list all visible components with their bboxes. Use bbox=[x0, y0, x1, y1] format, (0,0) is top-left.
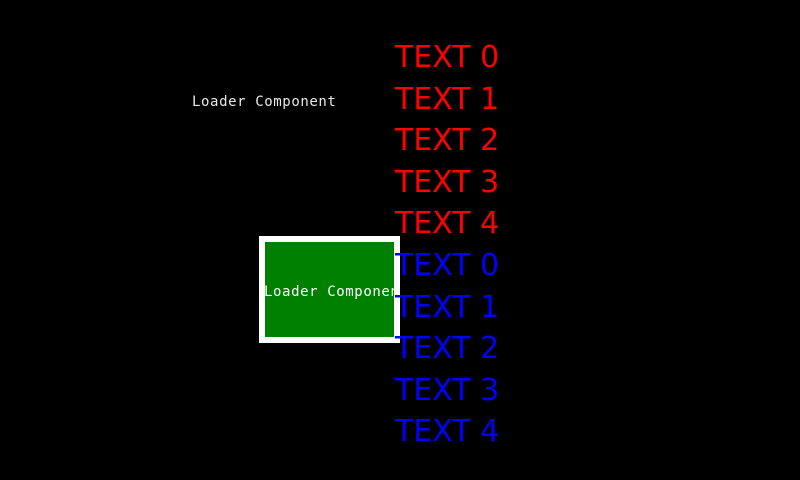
blue-text-item-4[interactable]: TEXT 4 bbox=[395, 414, 500, 449]
blue-text-item-2[interactable]: TEXT 2 bbox=[395, 331, 500, 366]
red-text-item-0[interactable]: TEXT 0 bbox=[395, 40, 500, 75]
red-text-item-4[interactable]: TEXT 4 bbox=[395, 206, 500, 241]
red-text-item-3[interactable]: TEXT 3 bbox=[395, 164, 500, 200]
red-text-item-1[interactable]: TEXT 1 bbox=[395, 81, 500, 117]
red-text-item-2[interactable]: TEXT 2 bbox=[395, 123, 500, 158]
loader-component-box[interactable]: Loader Component bbox=[259, 236, 400, 343]
blue-text-item-1[interactable]: TEXT 1 bbox=[395, 289, 500, 325]
blue-text-item-3[interactable]: TEXT 3 bbox=[395, 372, 500, 408]
loader-component-label-standalone: Loader Component bbox=[192, 94, 337, 110]
blue-text-item-0[interactable]: TEXT 0 bbox=[395, 248, 500, 283]
loader-component-label-inside-box: Loader Component bbox=[265, 284, 394, 300]
red-text-stack: TEXT 0 TEXT 1 TEXT 2 TEXT 3 TEXT 4 bbox=[395, 37, 635, 245]
blue-text-stack: TEXT 0 TEXT 1 TEXT 2 TEXT 3 TEXT 4 bbox=[395, 245, 635, 453]
loader-box-content: Loader Component bbox=[265, 242, 394, 337]
